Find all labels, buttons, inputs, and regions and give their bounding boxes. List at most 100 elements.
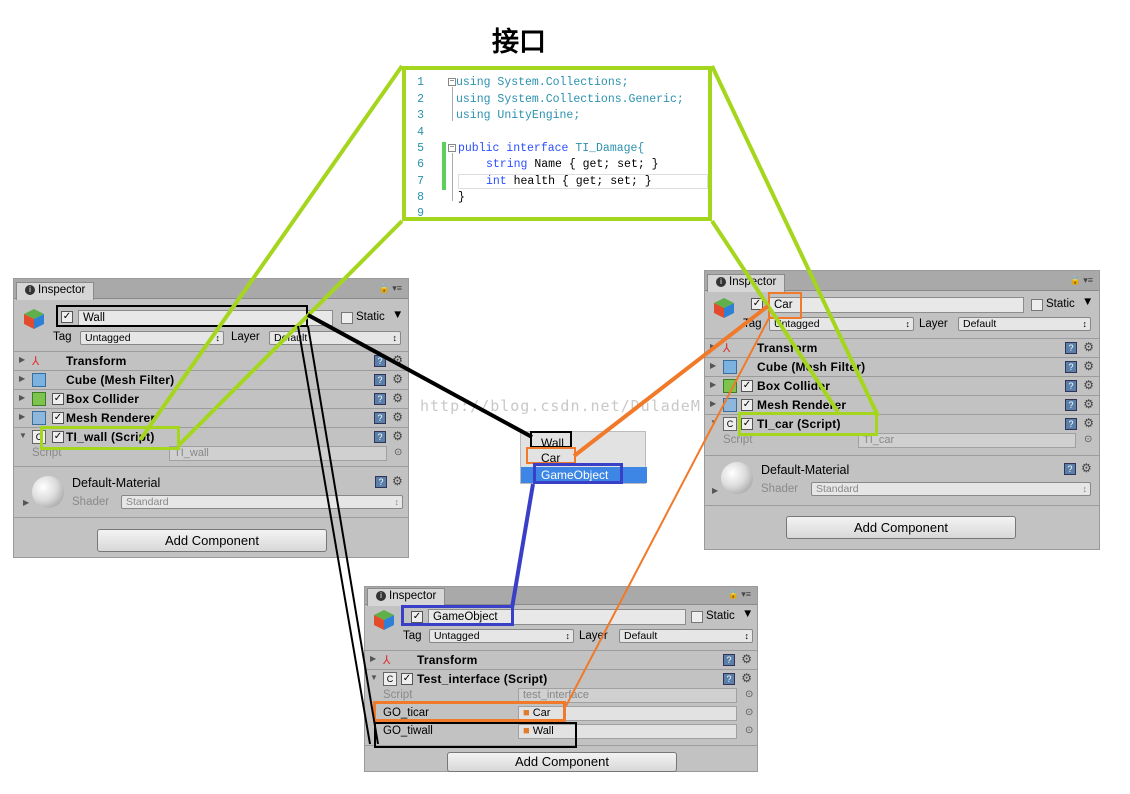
component-enabled-checkbox[interactable]: ✓ (52, 431, 64, 443)
help-icon[interactable]: ? (374, 355, 386, 367)
collapse-arrow-icon[interactable]: ▼ (710, 418, 718, 427)
expand-arrow-icon[interactable]: ▶ (710, 342, 717, 351)
code-line: using System.Collections.Generic; (456, 93, 684, 106)
gear-icon[interactable]: ⚙ (392, 429, 403, 443)
collapse-arrow-icon[interactable]: ▼ (370, 673, 378, 682)
object-picker-icon[interactable]: ⊙ (1084, 434, 1093, 445)
fold-toggle-icon[interactable]: − (448, 77, 456, 86)
help-icon[interactable]: ? (1065, 399, 1077, 411)
go-ticar-field[interactable]: ■ Car (518, 706, 737, 721)
gear-icon[interactable]: ⚙ (1083, 378, 1094, 392)
object-picker-icon[interactable]: ⊙ (745, 725, 754, 736)
gear-icon[interactable]: ⚙ (741, 652, 752, 666)
component-row[interactable]: ▶ ✓ Mesh Renderer ?⚙ (14, 408, 408, 427)
help-icon[interactable]: ? (1065, 418, 1077, 430)
component-enabled-checkbox[interactable]: ✓ (741, 399, 753, 411)
static-dropdown-icon[interactable]: ▼ (1082, 296, 1094, 308)
expand-arrow-icon[interactable]: ▶ (19, 412, 26, 421)
gear-icon[interactable]: ⚙ (392, 474, 403, 488)
component-row[interactable]: ▼ C ✓ Test_interface (Script) ?⚙ (365, 669, 757, 688)
active-checkbox[interactable]: ✓ (411, 611, 423, 623)
expand-arrow-icon[interactable]: ▶ (19, 355, 26, 364)
expand-arrow-icon[interactable]: ▶ (710, 380, 717, 389)
object-picker-icon[interactable]: ⊙ (394, 447, 403, 458)
object-picker-icon[interactable]: ⊙ (745, 689, 754, 700)
object-picker-icon[interactable]: ⊙ (745, 707, 754, 718)
active-checkbox[interactable]: ✓ (61, 311, 73, 323)
tag-dropdown[interactable]: Untagged (429, 629, 574, 643)
help-icon[interactable]: ? (1065, 342, 1077, 354)
static-dropdown-icon[interactable]: ▼ (742, 608, 754, 620)
component-enabled-checkbox[interactable]: ✓ (52, 393, 64, 405)
component-row[interactable]: ▶ Cube (Mesh Filter) ?⚙ (14, 370, 408, 389)
help-icon[interactable]: ? (1065, 380, 1077, 392)
gear-icon[interactable]: ⚙ (1081, 461, 1092, 475)
lock-menu-icon[interactable]: 🔒 ▾≡ (727, 589, 751, 599)
static-checkbox[interactable] (691, 611, 703, 623)
component-enabled-checkbox[interactable]: ✓ (52, 412, 64, 424)
collapse-arrow-icon[interactable]: ▼ (19, 431, 27, 440)
gear-icon[interactable]: ⚙ (392, 372, 403, 386)
code-line: string Name { get; set; } (486, 158, 659, 171)
layer-dropdown[interactable]: Default (619, 629, 753, 643)
component-row[interactable]: ▼ C ✓ TI_car (Script) ?⚙ (705, 414, 1099, 433)
go-tiwall-field[interactable]: ■ Wall (518, 724, 737, 739)
add-component-button[interactable]: Add Component (447, 752, 677, 772)
line-number: 8 (417, 191, 424, 204)
component-row[interactable]: ▶ ⅄ Transform ?⚙ (14, 351, 408, 370)
lock-menu-icon[interactable]: 🔒 ▾≡ (378, 283, 402, 293)
help-icon[interactable]: ? (374, 412, 386, 424)
expand-arrow-icon[interactable]: ▶ (710, 361, 717, 370)
component-enabled-checkbox[interactable]: ✓ (401, 673, 413, 685)
help-icon[interactable]: ? (723, 654, 735, 666)
gear-icon[interactable]: ⚙ (1083, 359, 1094, 373)
help-icon[interactable]: ? (1065, 361, 1077, 373)
component-row[interactable]: ▶ ✓ Box Collider ?⚙ (705, 376, 1099, 395)
gear-icon[interactable]: ⚙ (392, 391, 403, 405)
name-field[interactable]: Car (769, 297, 1024, 313)
help-icon[interactable]: ? (375, 476, 387, 488)
gear-icon[interactable]: ⚙ (392, 353, 403, 367)
shader-dropdown[interactable]: Standard (121, 495, 403, 509)
expand-arrow-icon[interactable]: ▶ (23, 498, 30, 507)
help-icon[interactable]: ? (374, 374, 386, 386)
static-checkbox[interactable] (341, 312, 353, 324)
help-icon[interactable]: ? (723, 673, 735, 685)
tag-dropdown[interactable]: Untagged (80, 331, 224, 345)
component-enabled-checkbox[interactable]: ✓ (741, 380, 753, 392)
layer-dropdown[interactable]: Default (269, 331, 401, 345)
lock-menu-icon[interactable]: 🔒 ▾≡ (1069, 275, 1093, 285)
gear-icon[interactable]: ⚙ (741, 671, 752, 685)
shader-dropdown[interactable]: Standard (811, 482, 1091, 496)
active-checkbox[interactable]: ✓ (751, 298, 763, 310)
gear-icon[interactable]: ⚙ (1083, 340, 1094, 354)
help-icon[interactable]: ? (374, 393, 386, 405)
component-row[interactable]: ▶ Cube (Mesh Filter) ?⚙ (705, 357, 1099, 376)
component-row[interactable]: ▶ ✓ Box Collider ?⚙ (14, 389, 408, 408)
gear-icon[interactable]: ⚙ (1083, 416, 1094, 430)
gear-icon[interactable]: ⚙ (1083, 397, 1094, 411)
script-field[interactable]: TI_wall (169, 446, 387, 461)
help-icon[interactable]: ? (1064, 463, 1076, 475)
layer-dropdown[interactable]: Default (958, 317, 1091, 331)
component-row[interactable]: ▶ ⅄ Transform ?⚙ (365, 650, 757, 669)
tag-dropdown[interactable]: Untagged (769, 317, 914, 331)
list-item[interactable]: Car (541, 451, 561, 465)
static-dropdown-icon[interactable]: ▼ (392, 309, 404, 321)
static-checkbox[interactable] (1031, 299, 1043, 311)
expand-arrow-icon[interactable]: ▶ (710, 399, 717, 408)
expand-arrow-icon[interactable]: ▶ (712, 486, 719, 495)
expand-arrow-icon[interactable]: ▶ (370, 654, 377, 663)
expand-arrow-icon[interactable]: ▶ (19, 374, 26, 383)
script-field[interactable]: TI_car (858, 433, 1076, 448)
expand-arrow-icon[interactable]: ▶ (19, 393, 26, 402)
add-component-button[interactable]: Add Component (97, 529, 327, 552)
help-icon[interactable]: ? (374, 431, 386, 443)
component-row[interactable]: ▶ ⅄ Transform ?⚙ (705, 338, 1099, 357)
add-component-button[interactable]: Add Component (786, 516, 1016, 539)
fold-toggle-icon[interactable]: − (448, 143, 456, 152)
gear-icon[interactable]: ⚙ (392, 410, 403, 424)
